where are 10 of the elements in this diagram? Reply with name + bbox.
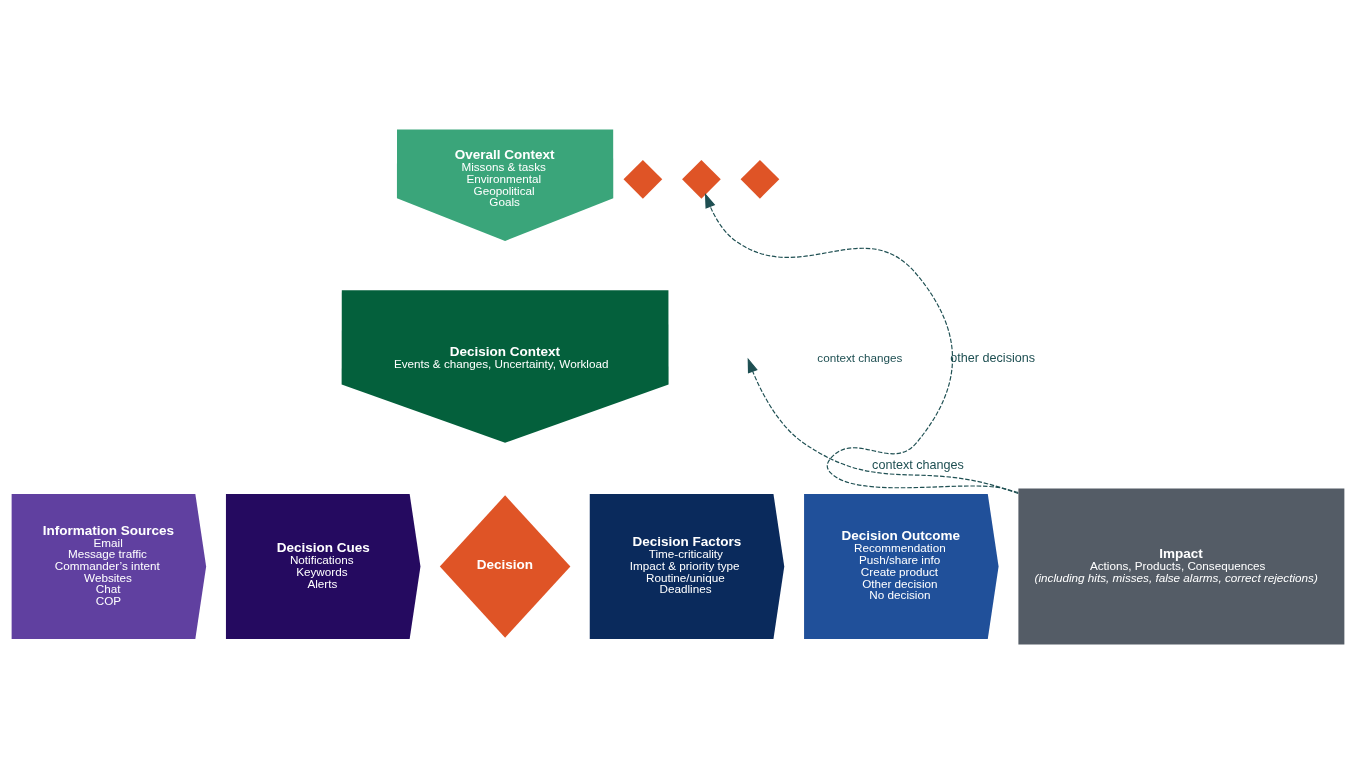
node-box: Impact Actions, Products, Consequences (including hits, misses, false alarms, correct rejections) (1018, 488, 1345, 644)
node-diamond (740, 159, 780, 199)
edge-label: other decisions (950, 350, 1036, 365)
node-diamond: Decision (439, 494, 571, 638)
label: context changes (817, 350, 903, 364)
node-diamond (682, 159, 721, 199)
arrow (704, 192, 1019, 493)
node-diamond (623, 159, 663, 199)
arrow (747, 357, 1019, 494)
edge-label: context changes (872, 457, 964, 472)
